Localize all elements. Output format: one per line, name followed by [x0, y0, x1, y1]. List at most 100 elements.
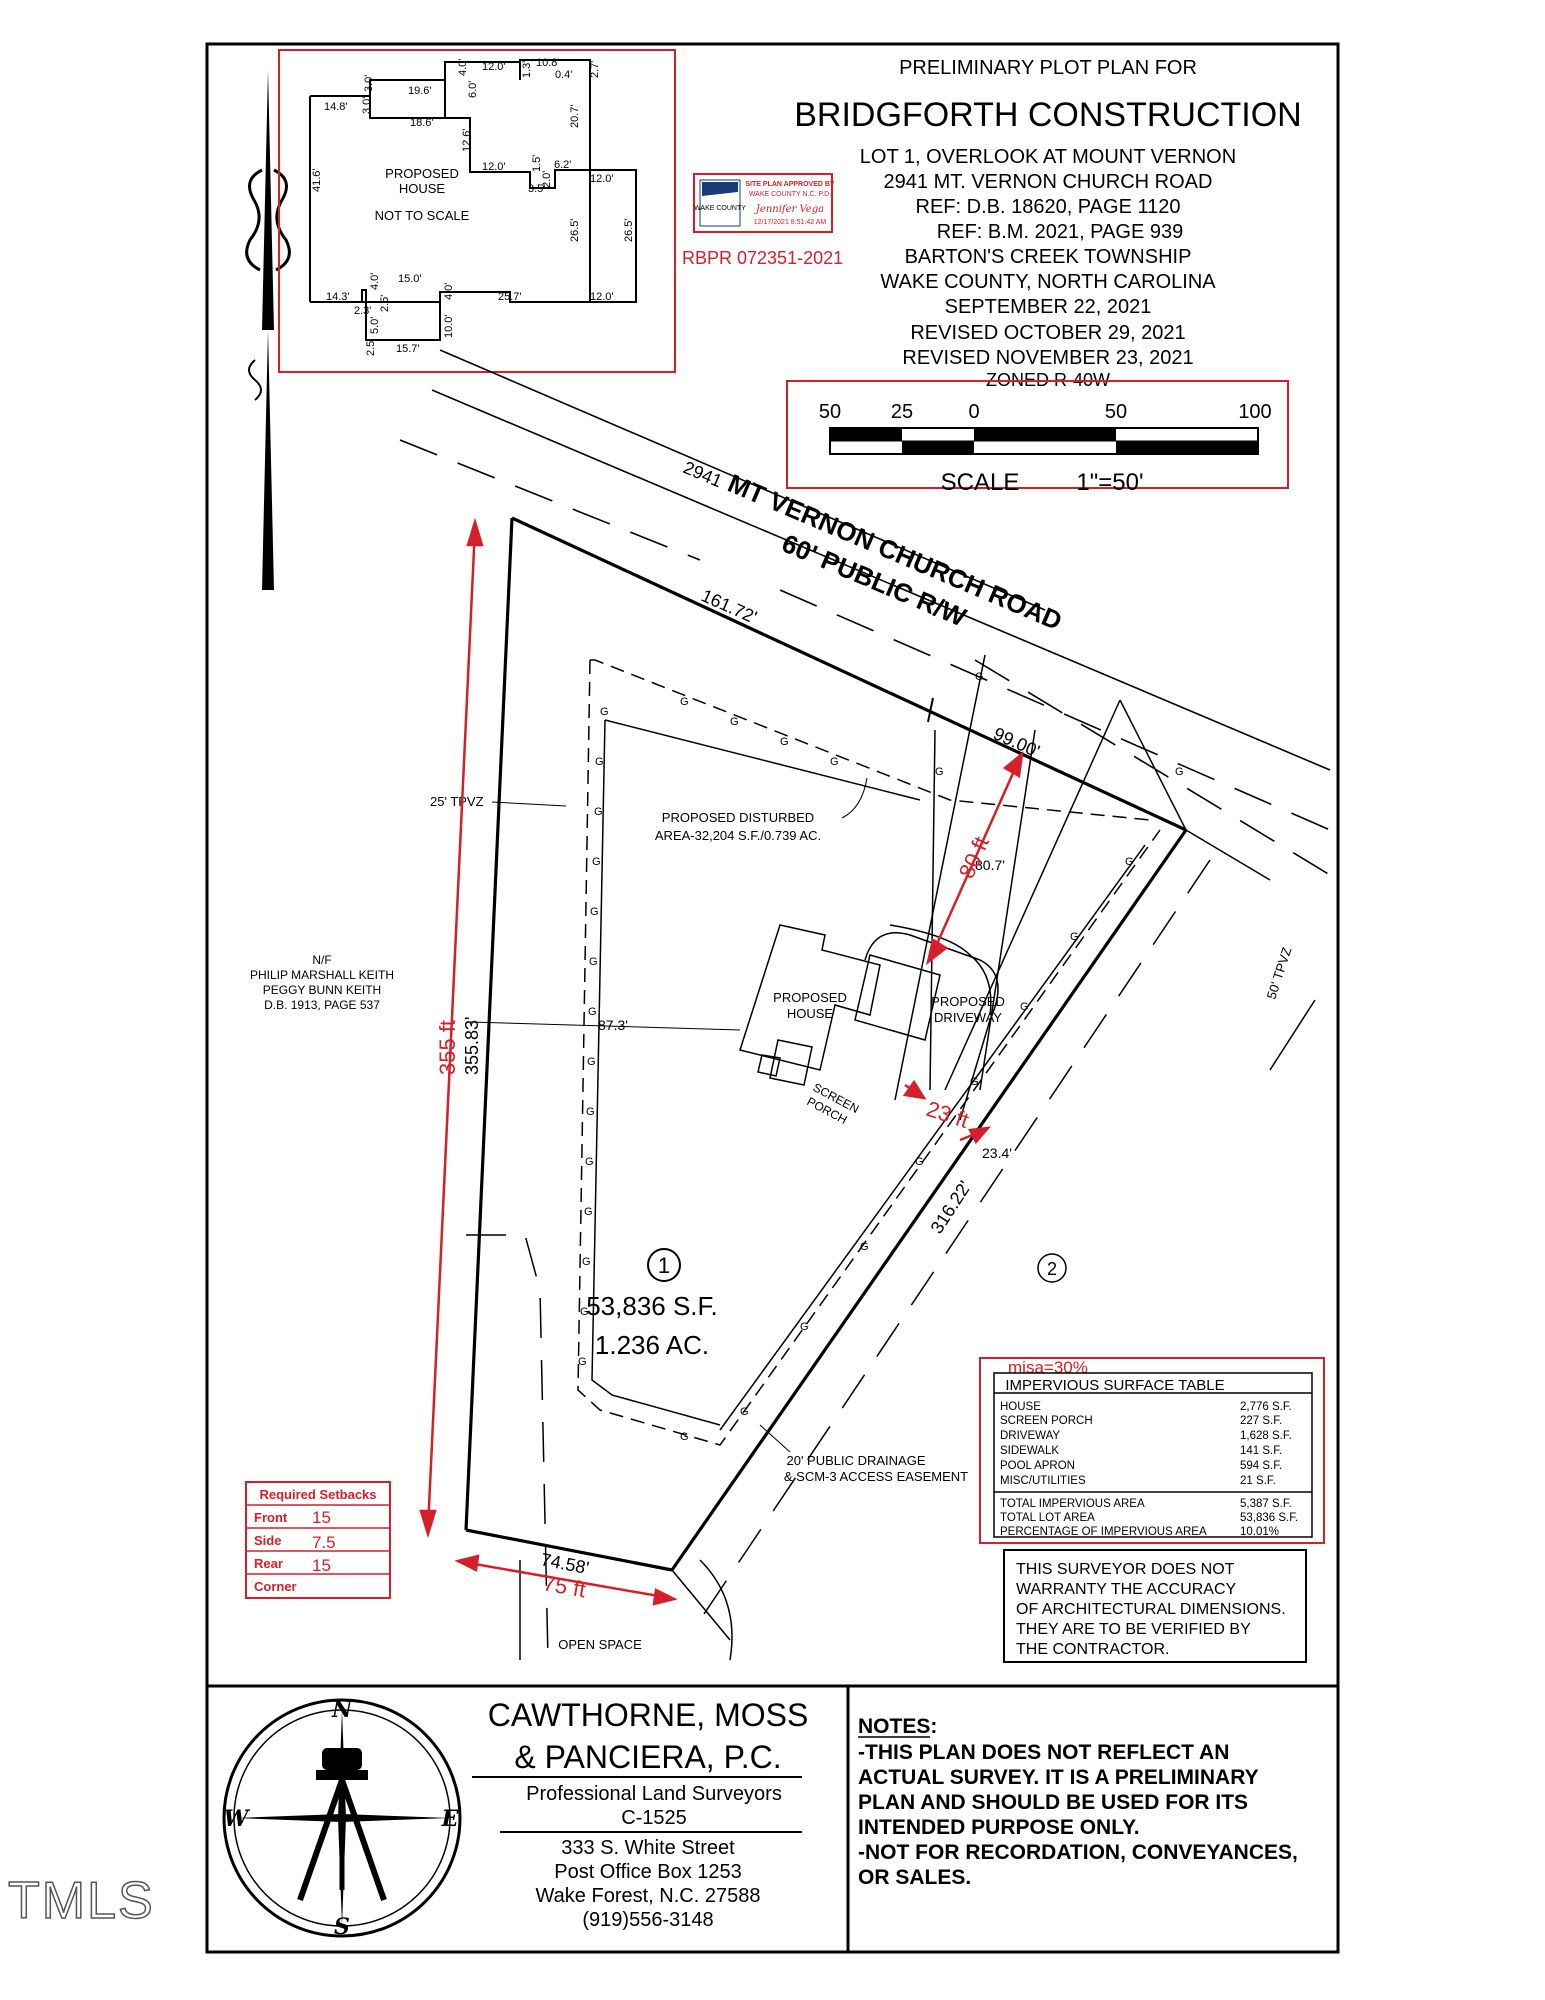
tick-front [927, 697, 934, 723]
inset-frame [278, 49, 676, 373]
inset-house-label: HOUSE [399, 181, 446, 196]
inset-dim: 2.5' [379, 295, 391, 312]
svg-text:G: G [600, 706, 609, 718]
sheet-border [205, 42, 1340, 1954]
impervious-title: IMPERVIOUS SURFACE TABLE [1005, 1377, 1224, 1394]
disturbed-leader [841, 777, 868, 819]
setback-label: Rear [254, 1556, 283, 1571]
setbacks-title: Required Setbacks [259, 1487, 376, 1502]
svg-text:G: G [915, 1156, 924, 1168]
notes-title: NOTES: [858, 1715, 937, 1738]
proposed-house-footprint [739, 924, 941, 1071]
svg-text:G: G [584, 1206, 593, 1218]
disclaimer-line: WARRANTY THE ACCURACY [1016, 1581, 1237, 1598]
inset-dim: 2.5' [365, 339, 377, 356]
disturbed-area-boundary [577, 659, 1161, 1446]
compass-south: S [334, 1914, 350, 1940]
notes-line: ACTUAL SURVEY. IT IS A PRELIMINARY [858, 1766, 1259, 1789]
inset-dimension-labels: 12.0' 10.8' 0.4' 2.7' 4.0' 3.0' 19.6' 14… [311, 57, 635, 356]
inset-dim: 41.6' [311, 168, 323, 192]
title-detail: REVISED OCTOBER 29, 2021 [910, 322, 1185, 344]
title-detail: BARTON'S CREEK TOWNSHIP [905, 246, 1192, 268]
compass-logo [222, 1698, 462, 1938]
inset-dim: 6.0' [467, 81, 479, 98]
scale-tick: 100 [1238, 401, 1271, 423]
front-dimension: 161.72' [698, 585, 760, 627]
impervious-table-box [993, 1372, 1313, 1538]
svg-text:G: G [680, 696, 689, 708]
approval-stamp: WAKE COUNTY SITE PLAN APPROVED BY WAKE C… [693, 173, 835, 233]
inset-dim: 10.8' [536, 57, 560, 69]
inset-dim: 15.0' [398, 273, 422, 285]
inset-dim: 2.7' [589, 61, 601, 78]
impervious-total-value: 5,387 S.F. [1240, 1498, 1292, 1510]
svg-text:G: G [1070, 931, 1079, 943]
svg-text:G: G [1020, 1001, 1029, 1013]
svg-text:G: G [740, 1406, 749, 1418]
inset-dim: 14.8' [324, 101, 348, 113]
disturbed-label: AREA-32,204 S.F./0.739 AC. [655, 828, 821, 843]
impervious-rows: HOUSE 2,776 S.F. SCREEN PORCH 227 S.F. D… [1000, 1401, 1298, 1538]
dim-87: 87.3' [598, 1017, 628, 1033]
inset-dim: 12.0' [590, 173, 614, 185]
impervious-row-label: SIDEWALK [1000, 1445, 1059, 1457]
impervious-row-label: MISC/UTILITIES [1000, 1475, 1086, 1487]
scale-ratio: 1"=50' [1076, 469, 1143, 496]
svg-text:G: G [580, 1306, 589, 1318]
disclaimer-line: OF ARCHITECTURAL DIMENSIONS. [1016, 1601, 1286, 1618]
driveway-label: DRIVEWAY [934, 1010, 1002, 1025]
neighbor-lot-circle [1037, 1253, 1067, 1283]
proposed-driveway [864, 924, 999, 1121]
left-ft-annotation: 355 ft [435, 1020, 460, 1075]
g-line-markers: G G G G G G G G G G G G G G G G G G G G … [578, 671, 1184, 1443]
setback-value: 7.5 [312, 1533, 336, 1552]
open-space-label: OPEN SPACE [558, 1637, 642, 1652]
permit-number: RBPR 072351-2021 [682, 248, 843, 268]
side-ft-annotation: 23 ft [923, 1096, 971, 1133]
disclaimer-line: THEY ARE TO BE VERIFIED BY [1016, 1621, 1251, 1638]
screen-porch-step [757, 1054, 781, 1077]
impervious-row-value: 594 S.F. [1240, 1460, 1282, 1472]
lot-area-ac: 1.236 AC. [595, 1330, 709, 1360]
svg-text:G: G [585, 1156, 594, 1168]
notes-line: -THIS PLAN DOES NOT REFLECT AN [858, 1741, 1229, 1764]
title-company: BRIDGFORTH CONSTRUCTION [794, 96, 1301, 134]
wake-county-logo-text: WAKE COUNTY [694, 205, 746, 212]
transit-icon [322, 1748, 362, 1770]
inset-dim: 0.4' [555, 69, 572, 81]
scale-tick: 0 [968, 401, 979, 423]
impervious-total-label: TOTAL LOT AREA [1000, 1512, 1095, 1524]
svg-text:G: G [578, 1356, 587, 1368]
inset-dim: 15.7' [396, 343, 420, 355]
surveyor-subtitle: Professional Land Surveyors [526, 1783, 782, 1805]
surveyor-address: Post Office Box 1253 [554, 1861, 742, 1883]
inset-dim: 26.5' [569, 218, 581, 242]
impervious-row-label: DRIVEWAY [1000, 1430, 1060, 1442]
impervious-frame [979, 1357, 1325, 1544]
dim-234: 23.4' [982, 1145, 1012, 1161]
svg-text:G: G [1175, 766, 1184, 778]
title-detail: REVISED NOVEMBER 23, 2021 [902, 347, 1193, 369]
surveyor-license: C-1525 [621, 1807, 687, 1829]
svg-text:G: G [730, 716, 739, 728]
scale-tick: 50 [819, 401, 841, 423]
scale-tick: 50 [1105, 401, 1127, 423]
dim-807: 80.7' [975, 857, 1005, 873]
title-detail: REF: D.B. 18620, PAGE 1120 [916, 196, 1181, 218]
disclaimer-box [1003, 1549, 1307, 1663]
easement-line [719, 844, 1146, 1431]
inset-dim: 2.3' [354, 305, 371, 317]
inset-dim: 26.5' [623, 218, 635, 242]
road-number: 2941 [680, 457, 725, 491]
screen-porch-footprint [769, 1039, 813, 1086]
right-dimension: 316.22' [927, 1177, 976, 1237]
svg-text:G: G [970, 1076, 979, 1088]
inset-house-label: PROPOSED [385, 166, 459, 181]
compass-east: E [441, 1806, 460, 1832]
lot-area-sf: 53,836 S.F. [586, 1291, 718, 1321]
impervious-row-value: 227 S.F. [1240, 1415, 1282, 1427]
title-detail: 2941 MT. VERNON CHURCH ROAD [884, 171, 1213, 193]
svg-text:G: G [1125, 856, 1134, 868]
tpvz-leader [491, 801, 567, 807]
